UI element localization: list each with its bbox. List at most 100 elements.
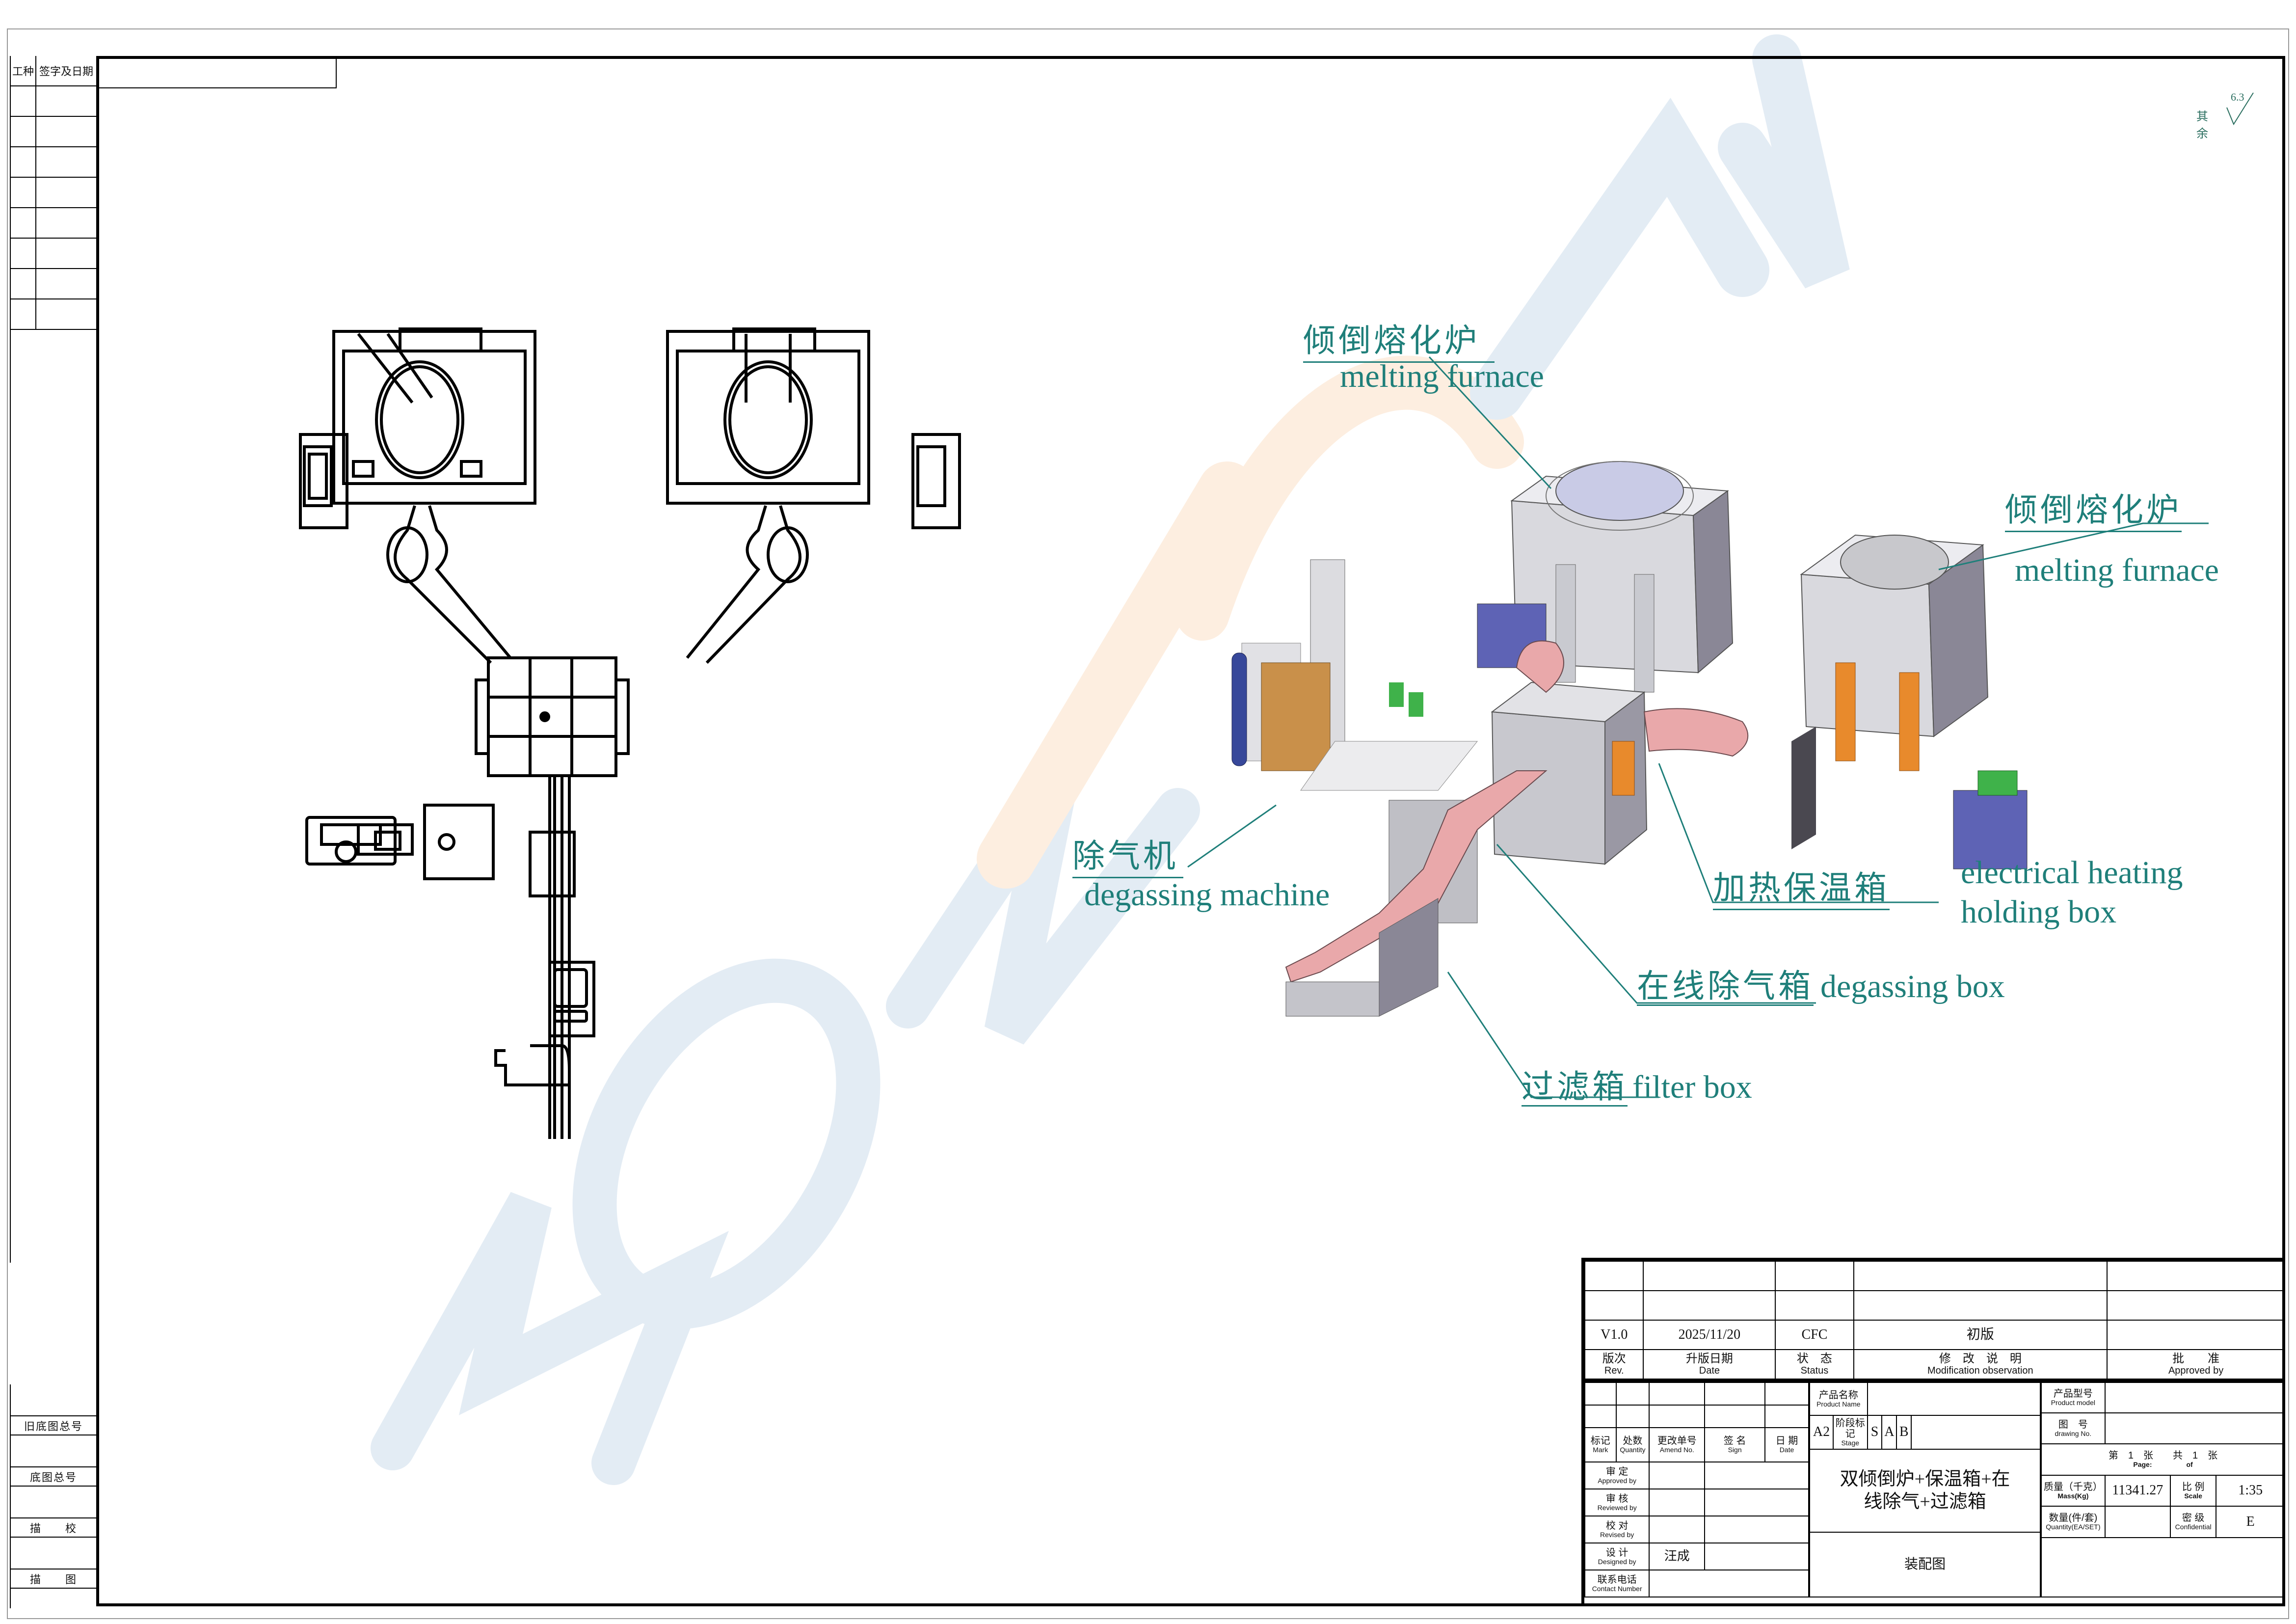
callout-cn: 过滤箱 — [1522, 1069, 1628, 1107]
sheet-outer-border — [7, 28, 2289, 1619]
work-type-header: 工种 — [11, 56, 36, 85]
signature-row — [11, 208, 96, 239]
product-name-label-en: Product Name — [1816, 1400, 1861, 1408]
drawing-type-row: 装配图 — [1809, 1532, 2041, 1597]
rev-header-en: Rev. — [1604, 1365, 1624, 1377]
top-label-box — [96, 58, 337, 88]
binding-strip-drawing-numbers: 旧底图总号 底图总号 描 校 描 图 — [10, 1384, 96, 1608]
quantity-value — [2104, 1506, 2171, 1538]
confidential-value: E — [2216, 1506, 2285, 1538]
revision-row: V1.0 2025/11/20 CFC 初版 — [1584, 1320, 2285, 1350]
page-of-label: of — [2186, 1461, 2193, 1469]
stage-mark: A — [1881, 1414, 1897, 1450]
page-cn: 第 1 张 共 1 张 — [2108, 1450, 2218, 1462]
scale-label-cn: 比 例 — [2182, 1481, 2205, 1492]
roughness-check-icon — [2226, 92, 2254, 125]
scale-label-en: Scale — [2184, 1491, 2202, 1500]
signoff-label-en: Revised by — [1600, 1530, 1634, 1539]
mass-label-cn: 质量（千克） — [2043, 1481, 2103, 1492]
left-furnace-plan — [299, 327, 536, 529]
callout-en: melting furnace — [1340, 358, 1544, 394]
trace-check-label: 描 校 — [11, 1517, 96, 1537]
signature-row — [11, 269, 96, 299]
signoff-label-cn: 审 定 — [1605, 1466, 1629, 1477]
signoff-value — [1649, 1489, 1706, 1516]
callout-en-line2: holding box — [1961, 894, 2117, 930]
callout-en: degassing machine — [1084, 877, 1330, 913]
drawing-title-line1: 双倾倒炉+保温箱+在 — [1840, 1469, 2010, 1490]
callout-en: degassing box — [1820, 969, 2005, 1004]
drawing-type: 装配图 — [1809, 1532, 2041, 1597]
filter-box-plan — [494, 961, 595, 1086]
callout-melting-furnace-right: 倾倒熔化炉 melting furnace — [2005, 484, 2219, 589]
signoff-label-en: Approved by — [1598, 1476, 1636, 1485]
sign-date-header: 签字及日期 — [39, 66, 93, 78]
callout-melting-furnace-left: 倾倒熔化炉 melting furnace — [1303, 314, 1544, 395]
rev-header-cn: 版次 — [1602, 1352, 1626, 1365]
rev-date-value: 2025/11/20 — [1643, 1320, 1776, 1350]
signature-row — [11, 147, 96, 178]
callout-degassing-machine: 除气机 degassing machine — [1072, 830, 1330, 914]
callout-degassing-box: 在线除气箱 degassing box — [1637, 960, 2005, 1007]
callout-cn: 倾倒熔化炉 — [1303, 314, 1495, 363]
drawing-no-label-cn: 图 号 — [2058, 1419, 2088, 1430]
drawing-no-value — [2104, 1412, 2286, 1445]
rev-modification-value: 初版 — [1853, 1320, 2108, 1350]
signature-row — [11, 117, 96, 147]
sign-header-en: Sign — [1728, 1446, 1742, 1454]
plan-view-drawing — [299, 327, 961, 1139]
date-header-en: Date — [1779, 1446, 1794, 1454]
surface-finish-value: 6.3 — [2231, 91, 2244, 103]
mass-value: 11341.27 — [2104, 1474, 2171, 1507]
drawing-frame — [96, 56, 2285, 1606]
rev-status-value: CFC — [1775, 1320, 1854, 1350]
callout-heating-holding-box: 加热保温箱 — [1713, 862, 1890, 910]
callout-cn: 在线除气箱 — [1637, 969, 1814, 1006]
signoff-value — [1649, 1516, 1706, 1543]
old-drawing-number-label: 旧底图总号 — [11, 1415, 96, 1435]
signoff-label-en: Reviewed by — [1597, 1503, 1637, 1512]
launders-plan — [386, 505, 809, 664]
callout-cn: 加热保温箱 — [1713, 862, 1890, 910]
signature-row — [11, 178, 96, 208]
signoff-label-en: Designed by — [1598, 1557, 1636, 1566]
trace-drawing-label: 描 图 — [11, 1569, 96, 1588]
stage-label-cn: 阶段标记 — [1835, 1417, 1865, 1439]
signature-row — [11, 299, 96, 330]
sheet-size: A2 — [1809, 1414, 1834, 1450]
signoff-label-cn: 审 核 — [1605, 1493, 1629, 1504]
callout-filter-box: 过滤箱 filter box — [1522, 1060, 1752, 1108]
product-model-label-cn: 产品型号 — [2053, 1388, 2093, 1400]
callout-en: melting furnace — [2015, 552, 2219, 588]
degassing-machine-3d — [1231, 559, 1478, 791]
left-melting-furnace-3d — [1477, 461, 1734, 693]
sign-header-cn: 签 名 — [1723, 1435, 1746, 1447]
designer-name: 汪成 — [1649, 1543, 1706, 1570]
date-header-cn: 升版日期 — [1685, 1352, 1733, 1365]
signoff-value — [1649, 1462, 1706, 1489]
binding-strip-signature-table: 工种 签字及日期 — [10, 56, 96, 1263]
holding-box-3d — [1491, 640, 1749, 866]
page-en-label: Page: — [2133, 1461, 2152, 1469]
drawing-title-row: 双倾倒炉+保温箱+在 线除气+过滤箱 — [1809, 1448, 2041, 1533]
callout-en: filter box — [1632, 1069, 1752, 1105]
amend-header-cn: 更改单号 — [1657, 1435, 1697, 1447]
drawing-title-line2: 线除气+过滤箱 — [1864, 1491, 1986, 1512]
right-melting-furnace-3d — [1791, 534, 2028, 869]
drawing-number-label: 底图总号 — [11, 1466, 96, 1486]
